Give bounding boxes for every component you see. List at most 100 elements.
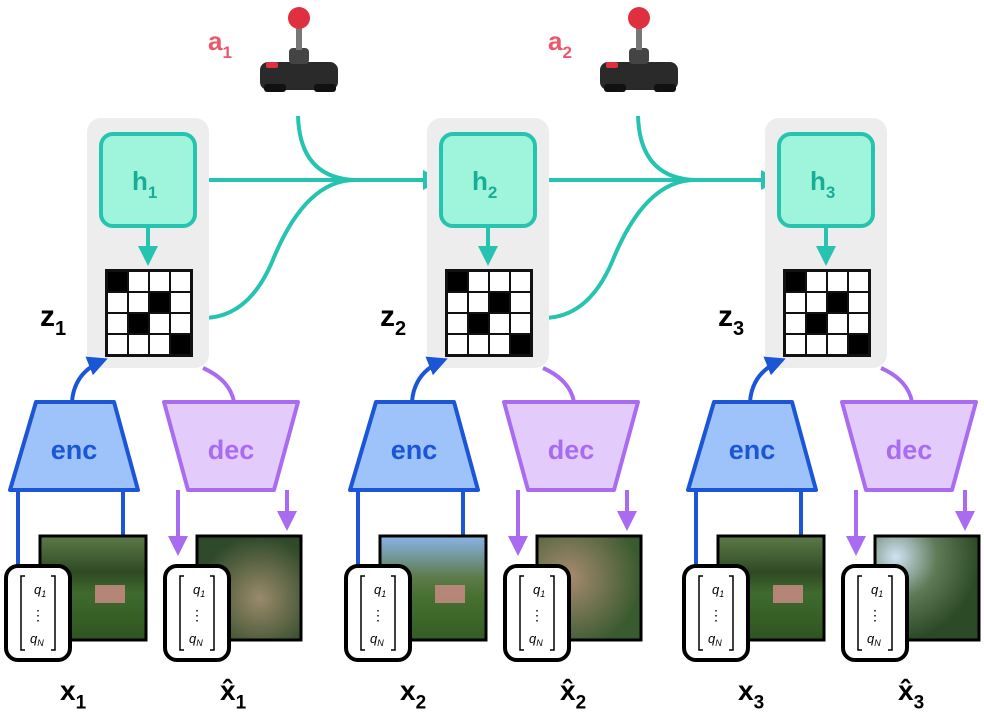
- vector-bottom-entry: qN: [370, 631, 384, 648]
- reconstruction-label-sub: 1: [236, 692, 247, 713]
- latent-cell: [807, 314, 826, 333]
- vector-top-symbol: q: [712, 582, 720, 597]
- observation-image-detail: [95, 585, 125, 603]
- vector-ellipsis: ⋮: [868, 607, 882, 623]
- vector-top-entry: q1: [712, 582, 724, 599]
- vector-bottom-symbol: q: [30, 631, 38, 646]
- joystick-icon: [600, 7, 678, 92]
- latent-cell: [150, 272, 169, 291]
- hidden-state-label-sub: 3: [826, 183, 835, 202]
- vector-bottom-sub: N: [874, 638, 881, 648]
- joystick-collar: [289, 48, 309, 64]
- bracket-left: [519, 575, 524, 651]
- latent-cell: [849, 293, 868, 312]
- latent-cell: [448, 335, 467, 354]
- vector-top-sub: 1: [381, 589, 386, 599]
- observation-label-sub: 2: [416, 692, 427, 713]
- bracket-left: [360, 575, 365, 651]
- latent-to-decoder-link: [542, 366, 576, 403]
- latent-cell: [828, 335, 847, 354]
- bracket-right: [888, 575, 893, 651]
- vector-bottom-entry: qN: [708, 631, 722, 648]
- latent-label-sub: 1: [55, 318, 66, 340]
- reconstruction-label-sub: 3: [914, 692, 925, 713]
- reconstruction-vector-card: q1⋮qN: [163, 564, 231, 662]
- vector-top-entry: q1: [34, 582, 46, 599]
- action-1: a1: [208, 7, 338, 92]
- bracket-left: [857, 575, 862, 651]
- joystick-base: [260, 62, 338, 90]
- observation-label-sub: 3: [754, 692, 765, 713]
- decoder-block: [840, 400, 978, 492]
- observation-image-detail: [435, 585, 465, 603]
- latent-cell: [469, 314, 488, 333]
- latent-cell: [129, 293, 148, 312]
- vector-bottom-symbol: q: [708, 631, 716, 646]
- encoder-block: [686, 400, 818, 492]
- joystick-collar: [629, 48, 649, 64]
- vector-bottom-symbol: q: [867, 631, 875, 646]
- action-label: a1: [208, 26, 232, 62]
- reconstruction-label-main: x̂: [560, 675, 576, 706]
- joystick-stick: [296, 24, 302, 50]
- latent-label-sub: 2: [395, 318, 406, 340]
- hidden-state-label-main: h: [472, 166, 488, 196]
- hidden-state-box: [777, 132, 875, 228]
- observation-image-detail: [773, 585, 803, 603]
- latent-cell: [129, 314, 148, 333]
- encoder-block: [8, 400, 140, 492]
- encoder-label: enc: [729, 435, 776, 465]
- decoder-label: dec: [208, 435, 255, 465]
- vector-top-symbol: q: [374, 582, 382, 597]
- joystick-ball: [288, 7, 310, 29]
- latent-cell: [448, 293, 467, 312]
- vector-top-entry: q1: [533, 582, 545, 599]
- reconstruction-label: x̂3: [898, 675, 924, 713]
- latent-cell: [828, 272, 847, 291]
- latent-cell: [108, 335, 127, 354]
- vector-bottom-sub: N: [196, 638, 203, 648]
- observation-label: x1: [60, 675, 87, 713]
- latent-to-decoder-link: [202, 366, 236, 403]
- decoder-label: dec: [548, 435, 595, 465]
- latent-cell: [129, 335, 148, 354]
- encoder-to-latent-arrow: [410, 356, 448, 403]
- bracket-right: [391, 575, 396, 651]
- latent-to-decoder-link: [880, 366, 914, 403]
- vector-top-sub: 1: [540, 589, 545, 599]
- latent-cell: [511, 272, 530, 291]
- vector-bottom-sub: N: [377, 638, 384, 648]
- latent-cell: [108, 272, 127, 291]
- latent-cell: [511, 314, 530, 333]
- observation-label: x2: [400, 675, 426, 713]
- latent-cell: [786, 335, 805, 354]
- action-2: a2: [548, 7, 678, 92]
- hidden-state-label-sub: 1: [148, 183, 157, 202]
- action-label: a2: [548, 26, 572, 62]
- vector-top-entry: q1: [193, 582, 205, 599]
- latent-cell: [108, 293, 127, 312]
- latent-cell: [171, 293, 190, 312]
- latent-cell: [807, 335, 826, 354]
- latent-cell: [807, 293, 826, 312]
- hidden-state-label: h3: [810, 166, 835, 202]
- latent-cell: [490, 314, 509, 333]
- vector-top-symbol: q: [533, 582, 541, 597]
- vector-bottom-entry: qN: [30, 631, 44, 648]
- hidden-state-label-main: h: [132, 166, 148, 196]
- vector-bottom-sub: N: [715, 638, 722, 648]
- latent-cell: [150, 314, 169, 333]
- vector-ellipsis: ⋮: [31, 607, 45, 623]
- hidden-state-box: [439, 132, 537, 228]
- hidden-state-label: h2: [472, 166, 497, 202]
- reconstruction-vector-card: q1⋮qN: [503, 564, 571, 662]
- decoder-block: [162, 400, 300, 492]
- latent-label: z3: [718, 300, 744, 340]
- vector-top-entry: q1: [871, 582, 883, 599]
- joystick-icon: [260, 7, 338, 92]
- latent-cell: [828, 293, 847, 312]
- actions: a1 a2: [208, 7, 678, 92]
- latent-label-main: z: [40, 300, 55, 333]
